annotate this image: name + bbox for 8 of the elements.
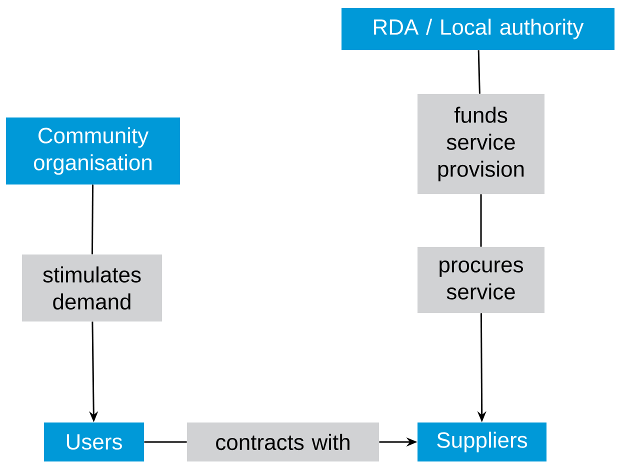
edge-label: stimulates demand [22,254,162,322]
edge-label: procures service [418,246,544,313]
label-box: Community organisation [6,117,180,184]
edge-label: funds service provision [418,94,544,194]
label-box: Users [44,422,144,462]
edge-label: contracts with [187,422,379,462]
label-box: Suppliers [418,422,546,462]
label-box: RDA / Local authority [342,8,614,50]
